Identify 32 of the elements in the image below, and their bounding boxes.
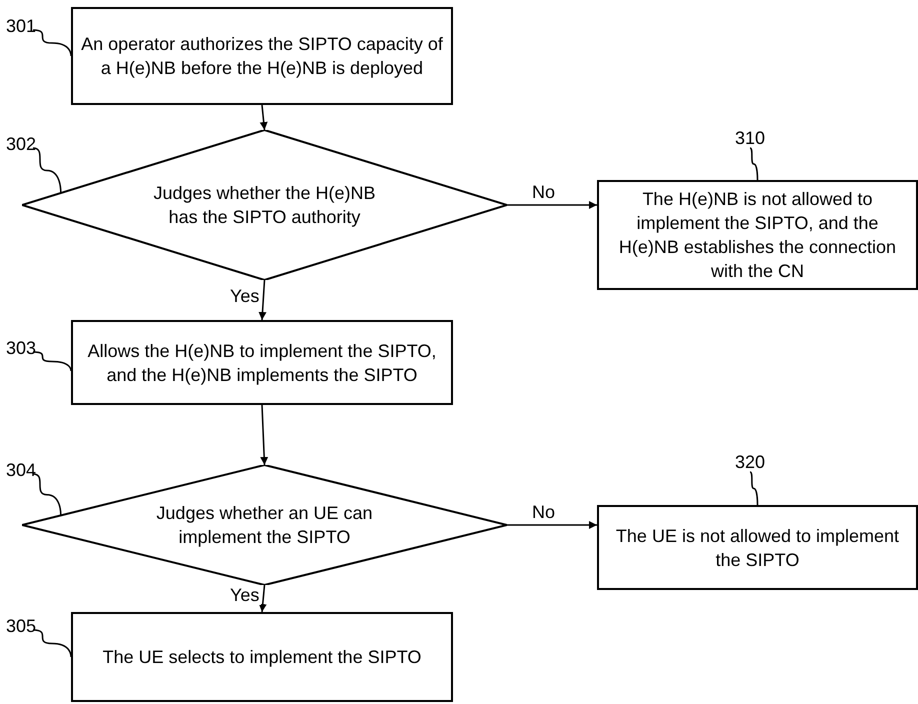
arrow: [258, 280, 266, 320]
leader-line: [750, 147, 758, 180]
arrow: [260, 404, 268, 466]
process-box: [71, 320, 453, 405]
callout-number: 305: [6, 616, 36, 636]
step-text: Judges whether the H(e)NB has the SIPTO authority: [152, 182, 377, 229]
process-box: [597, 505, 918, 590]
process-box: [71, 7, 453, 105]
callout-number: 301: [6, 16, 36, 36]
step-text: An operator authorizes the SIPTO capacity of a H(e)NB before the H(e)NB is deployed: [80, 33, 444, 80]
leader-line: [33, 29, 72, 56]
leader-line: [33, 351, 72, 372]
callout-number: 320: [735, 452, 766, 472]
callout-number: 310: [735, 128, 766, 148]
step-text: The UE is not allowed to implement the SIPTO: [614, 524, 900, 572]
step-text: The H(e)NB is not allowed to implement the SIPTO, and the H(e)NB establishes the connection with the CN: [618, 188, 898, 283]
arrow: [507, 201, 597, 209]
arrow: [507, 521, 597, 529]
leader-line: [32, 629, 72, 658]
leader-line: [32, 473, 62, 516]
process-box: [71, 612, 453, 702]
step-text: The UE selects to implement the SIPTO: [102, 646, 422, 669]
leader-line: [32, 147, 62, 194]
step-text: Allows the H(e)NB to implement the SIPTO, and the H(e)NB implements the SIPTO: [86, 340, 438, 386]
callout-number: 302: [6, 134, 36, 154]
arrow: [260, 104, 268, 130]
leader-line: [750, 471, 758, 505]
callout-number: 304: [6, 460, 36, 480]
arrow: [258, 584, 267, 612]
step-text: Judges whether an UE can implement the SIPTO: [155, 502, 374, 549]
process-box: [597, 180, 918, 290]
callout-number: 303: [6, 338, 36, 358]
